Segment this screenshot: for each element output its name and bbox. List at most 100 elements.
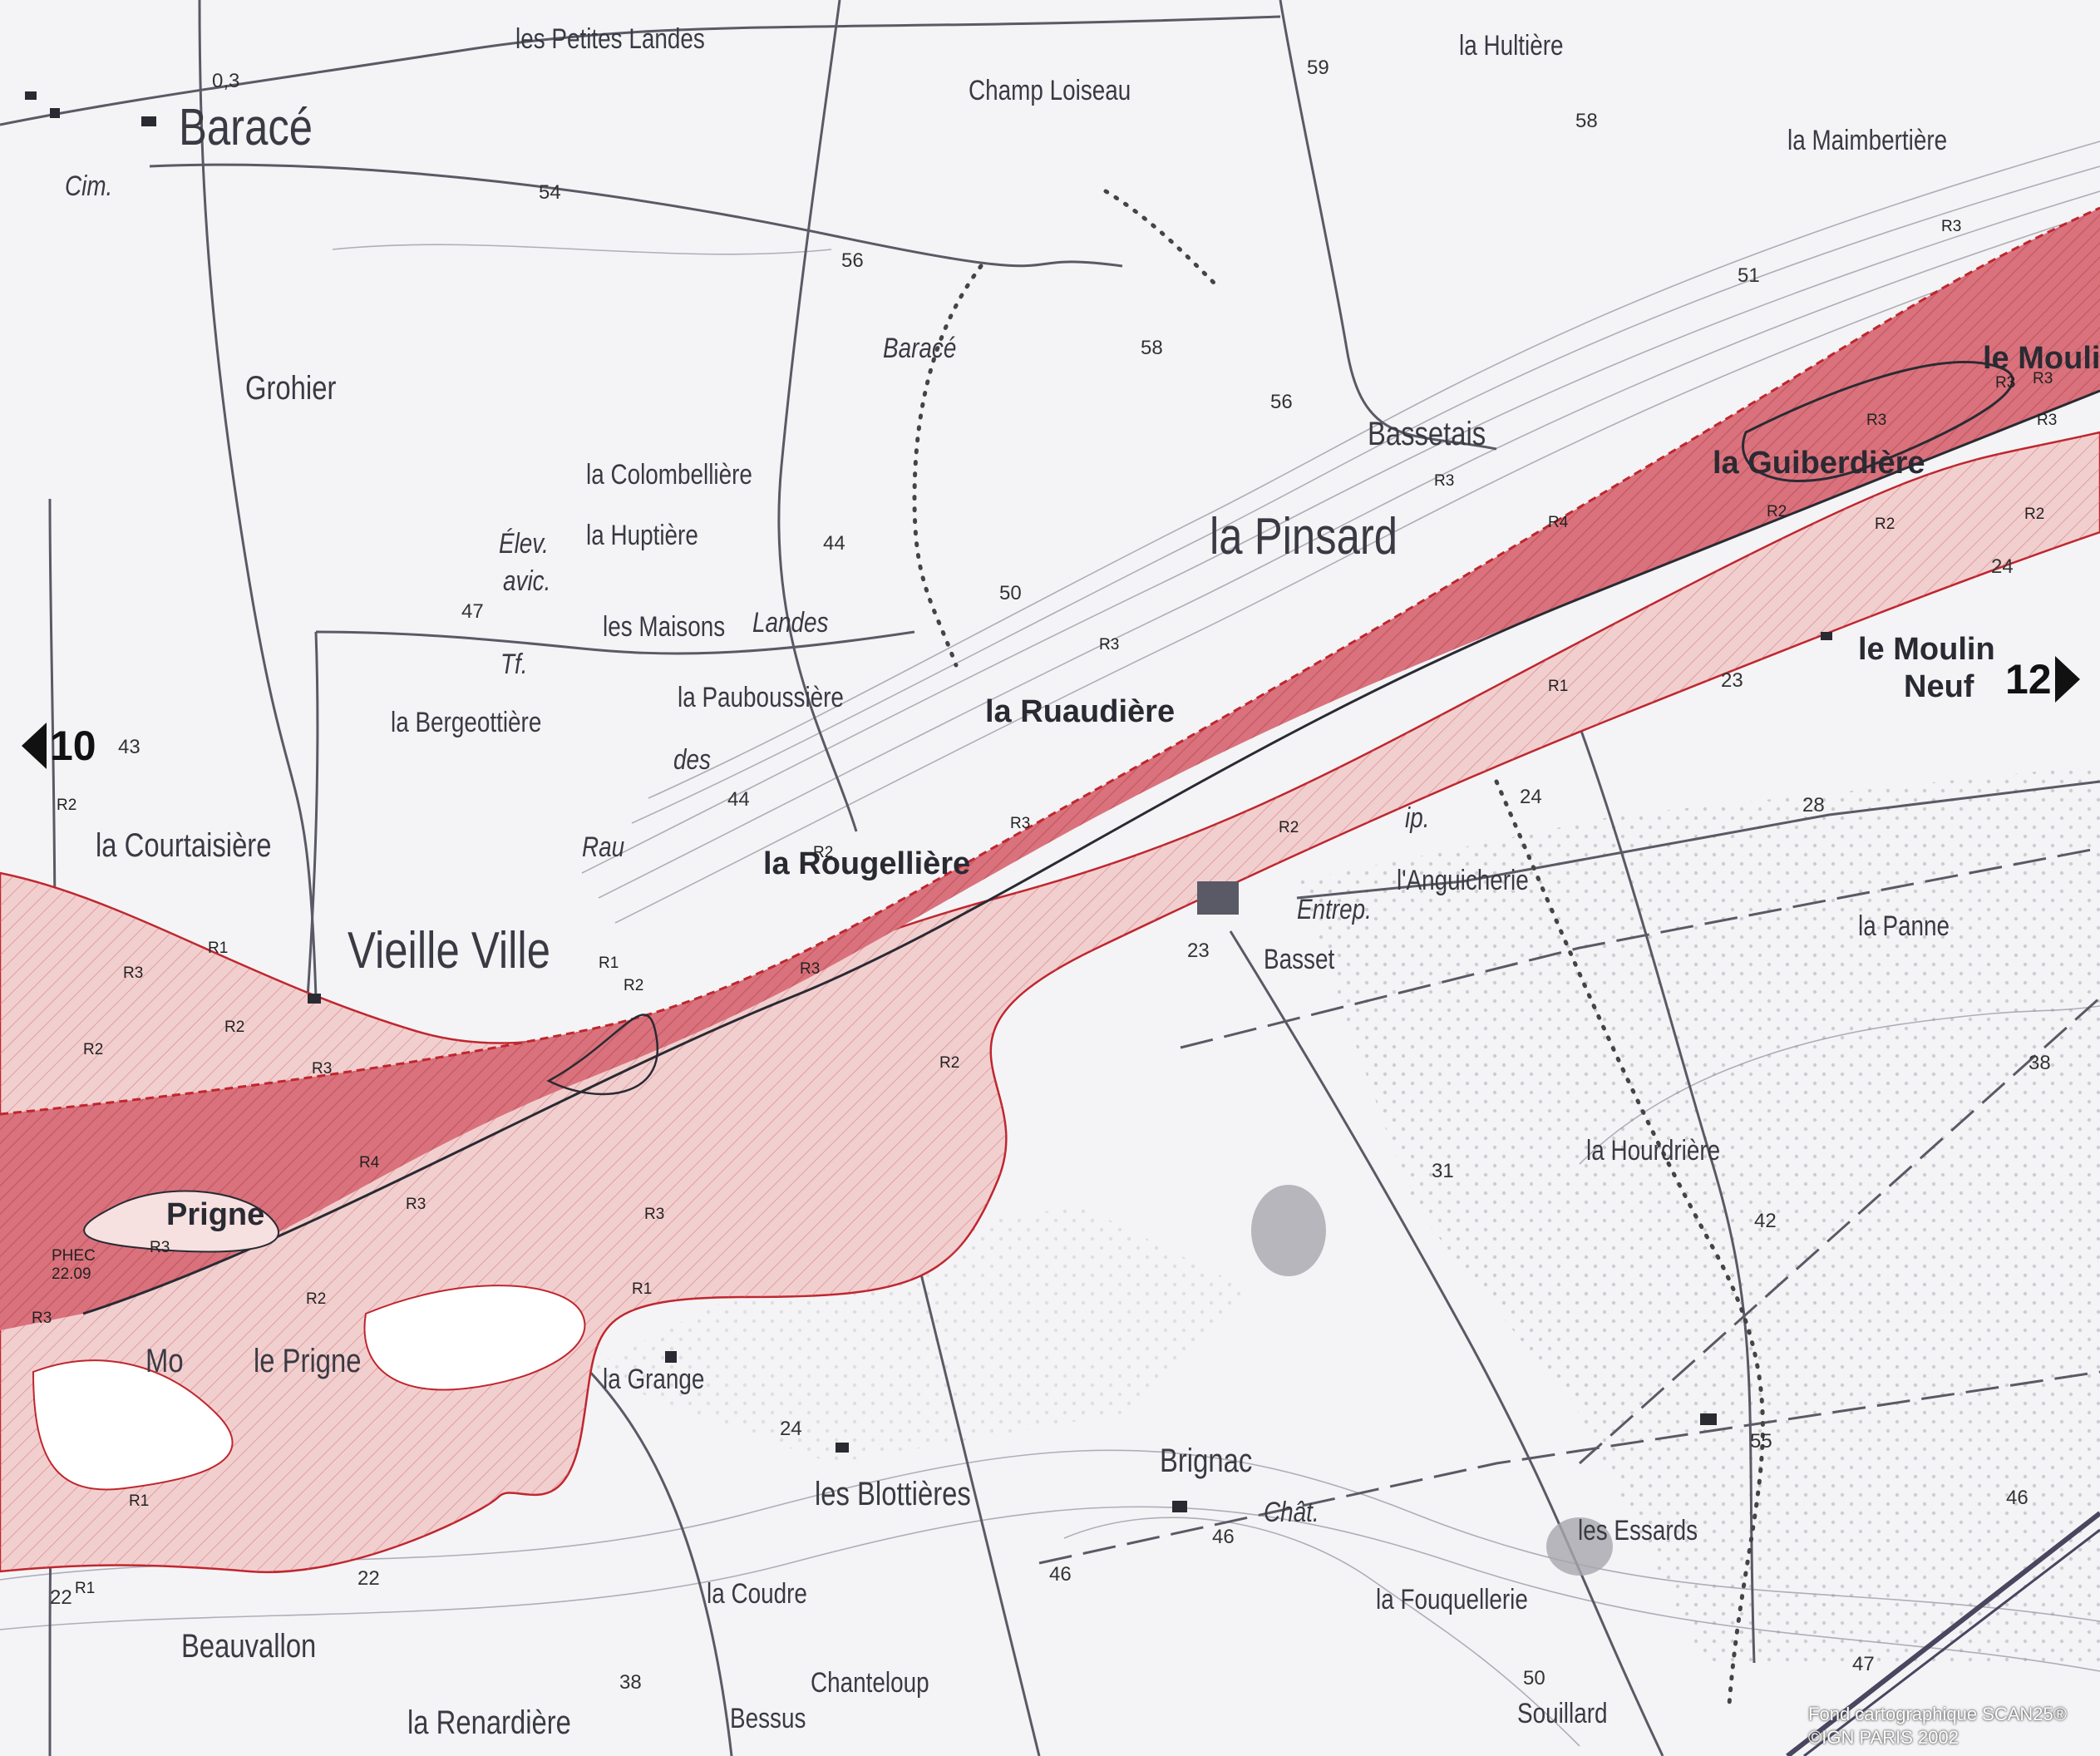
- place-label-panne: la Panne: [1858, 910, 1950, 942]
- zone-12: R3: [1010, 815, 1031, 832]
- place-label-entrep: Entrep.: [1297, 894, 1372, 925]
- zone-0: R3: [1941, 218, 1962, 235]
- buildings: [25, 91, 1832, 1512]
- place-label-petites-landes: les Petites Landes: [515, 23, 705, 55]
- zone-5: R2: [1767, 503, 1787, 520]
- altitude-11: 43: [118, 736, 140, 758]
- altitude-20: 42: [1754, 1210, 1777, 1232]
- place-label-blottieres: les Blottières: [815, 1476, 971, 1512]
- zone-16: R1: [208, 940, 229, 957]
- altitude-0: 0,3: [212, 70, 240, 92]
- altitude-18: 38: [2029, 1052, 2051, 1074]
- place-label-chat: Chât.: [1264, 1497, 1319, 1528]
- place-label-barace: Baracé: [179, 99, 313, 156]
- altitude-17: 23: [1187, 940, 1210, 962]
- page-next-link[interactable]: 12: [2005, 655, 2080, 703]
- place-label-huptiere: la Huptière: [586, 520, 698, 551]
- place-label-moulin-neuf-1: le Moulin: [1858, 632, 1995, 667]
- zone-31: R3: [32, 1310, 52, 1327]
- place-label-tf: Tf.: [500, 649, 528, 680]
- altitude-2: 59: [1307, 57, 1329, 79]
- place-label-elev: Élev.: [499, 528, 549, 560]
- place-label-hourdriere: la Hourdrière: [1586, 1135, 1721, 1167]
- altitude-7: 51: [1738, 264, 1760, 287]
- arrow-right-icon: [2054, 656, 2080, 703]
- altitude-25: 46: [1049, 1563, 1072, 1586]
- dotted-fields: [582, 765, 2100, 1663]
- zone-19: R2: [624, 977, 644, 994]
- altitude-6: 56: [1270, 391, 1293, 413]
- place-label-pauboussiere: la Pauboussière: [678, 682, 844, 713]
- zone-2: R3: [2033, 370, 2053, 387]
- place-label-landes: Landes: [752, 607, 829, 639]
- place-label-vieille-ville: Vieille Ville: [348, 922, 551, 979]
- zone-26: R3: [406, 1196, 426, 1213]
- place-label-anguicherie: l'Anguicherie: [1397, 865, 1529, 896]
- place-label-chanteloup: Chanteloup: [811, 1667, 929, 1699]
- zone-22: R2: [83, 1041, 104, 1058]
- zone-6: R2: [1875, 515, 1895, 533]
- altitude-21: 24: [780, 1418, 802, 1440]
- altitude-30: 50: [1523, 1667, 1545, 1689]
- zone-10: R3: [1099, 636, 1120, 654]
- zone-28: R3: [150, 1239, 170, 1256]
- altitude-9: 50: [999, 582, 1022, 604]
- place-label-maisons: les Maisons: [603, 611, 726, 643]
- page-prev-link[interactable]: 10: [22, 722, 96, 770]
- place-label-moulin-neuf-2: Neuf: [1904, 669, 1974, 704]
- altitude-5: 58: [1141, 337, 1163, 359]
- place-label-brignac: Brignac: [1160, 1443, 1253, 1479]
- tracks: [912, 189, 1765, 1707]
- altitude-15: 24: [1520, 786, 1542, 808]
- zone-25: R4: [359, 1154, 380, 1171]
- place-label-essards: les Essards: [1578, 1515, 1698, 1546]
- zone-23: R3: [312, 1060, 333, 1078]
- altitude-24: 46: [1212, 1526, 1235, 1548]
- zone-24: R2: [939, 1054, 960, 1072]
- place-label-beauvallon: Beauvallon: [181, 1628, 317, 1665]
- altitude-3: 58: [1575, 110, 1598, 132]
- zone-27: R3: [644, 1206, 665, 1223]
- place-label-bergeottiere: la Bergeottière: [391, 707, 542, 738]
- place-label-la-grange: la Grange: [603, 1364, 705, 1395]
- place-label-champ-loiseau: Champ Loiseau: [969, 75, 1131, 106]
- altitude-22: 55: [1750, 1430, 1772, 1453]
- altitude-16: 28: [1802, 794, 1825, 816]
- place-label-barace-ruisseau: Baracé: [883, 333, 957, 364]
- zone-7: R2: [2024, 506, 2045, 523]
- altitude-28: 38: [619, 1671, 642, 1694]
- zone-9: R4: [1548, 514, 1569, 531]
- altitude-23: 46: [2006, 1487, 2029, 1509]
- place-label-basset: Basset: [1264, 944, 1335, 975]
- place-label-courtaisiere: la Courtaisière: [96, 827, 272, 864]
- zone-18: R1: [599, 954, 619, 972]
- place-label-fouquellerie: la Fouquellerie: [1376, 1584, 1528, 1615]
- place-label-colombelliere: la Colombellière: [586, 459, 752, 491]
- zone-29: R2: [306, 1290, 327, 1308]
- place-label-bassetais: Bassetais: [1368, 416, 1486, 452]
- altitude-14: 24: [1991, 555, 2014, 578]
- flood-zone-core: [0, 206, 2100, 1330]
- zone-32: R1: [129, 1492, 150, 1510]
- zone-11: R1: [1548, 678, 1569, 695]
- zone-20: R3: [800, 960, 821, 978]
- altitude-19: 31: [1432, 1160, 1454, 1182]
- zone-14: R2: [813, 844, 834, 861]
- place-label-hultiere: la Hultière: [1459, 30, 1564, 62]
- altitude-1: 54: [539, 181, 561, 204]
- place-label-cim: Cim.: [65, 170, 113, 202]
- place-label-souillard: Souillard: [1517, 1698, 1608, 1729]
- place-label-mo: Mo: [145, 1343, 184, 1379]
- place-label-guiberdiere: la Guiberdière: [1713, 446, 1925, 481]
- altitude-27: 22: [50, 1586, 72, 1609]
- zone-13: R2: [1279, 819, 1299, 836]
- zone-21: R2: [224, 1019, 245, 1036]
- place-label-grohier: Grohier: [245, 370, 337, 407]
- place-label-ruaudiere: la Ruaudière: [985, 694, 1176, 729]
- flood-zone-outer: [0, 431, 2100, 1574]
- altitude-29: 47: [1852, 1653, 1875, 1675]
- contour-lines: [0, 141, 2100, 1747]
